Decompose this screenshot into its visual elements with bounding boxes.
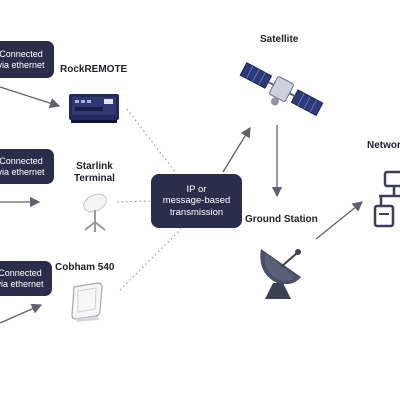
dotted-link-cobham [119, 228, 182, 291]
dotted-link-starlink [116, 200, 152, 203]
satellite-label: Satellite [260, 34, 299, 45]
pill-line-2: via ethernet [0, 278, 44, 289]
starlink-label: Starlink Terminal [74, 161, 115, 185]
dotted-link-rockremote [126, 108, 176, 173]
pill-line-2: via ethernet [0, 59, 45, 70]
transmission-hub: IP or message-based transmission [151, 174, 242, 228]
starlink-terminal-icon [83, 193, 107, 232]
hub-line-3: transmission [169, 206, 224, 218]
arrow-hub-to-satellite [222, 126, 251, 173]
arrow-ethernet-to-cobham [0, 303, 43, 324]
network-label: Network [367, 140, 400, 151]
pill-line-1: Connected [0, 48, 43, 59]
hub-line-2: message-based [162, 195, 231, 207]
hub-line-1: IP or [186, 183, 207, 195]
cobham-label: Cobham 540 [55, 262, 115, 273]
network-icon [373, 170, 400, 228]
starlink-label-line1: Starlink [76, 161, 113, 172]
pill-line-2: via ethernet [0, 166, 45, 177]
arrow-ethernet-to-rockremote [0, 86, 61, 109]
ground-station-label: Ground Station [245, 214, 318, 225]
pill-line-1: Connected [0, 155, 43, 166]
starlink-label-line2: Terminal [74, 173, 115, 184]
satellite-icon [239, 62, 324, 117]
pill-line-1: Connected [0, 267, 42, 278]
rockremote-device-icon [69, 94, 119, 123]
cobham-terminal-icon [71, 282, 103, 322]
arrow-ground-to-network [315, 201, 364, 240]
rockremote-label: RockREMOTE [60, 64, 128, 75]
ground-station-dish-icon [260, 249, 301, 299]
